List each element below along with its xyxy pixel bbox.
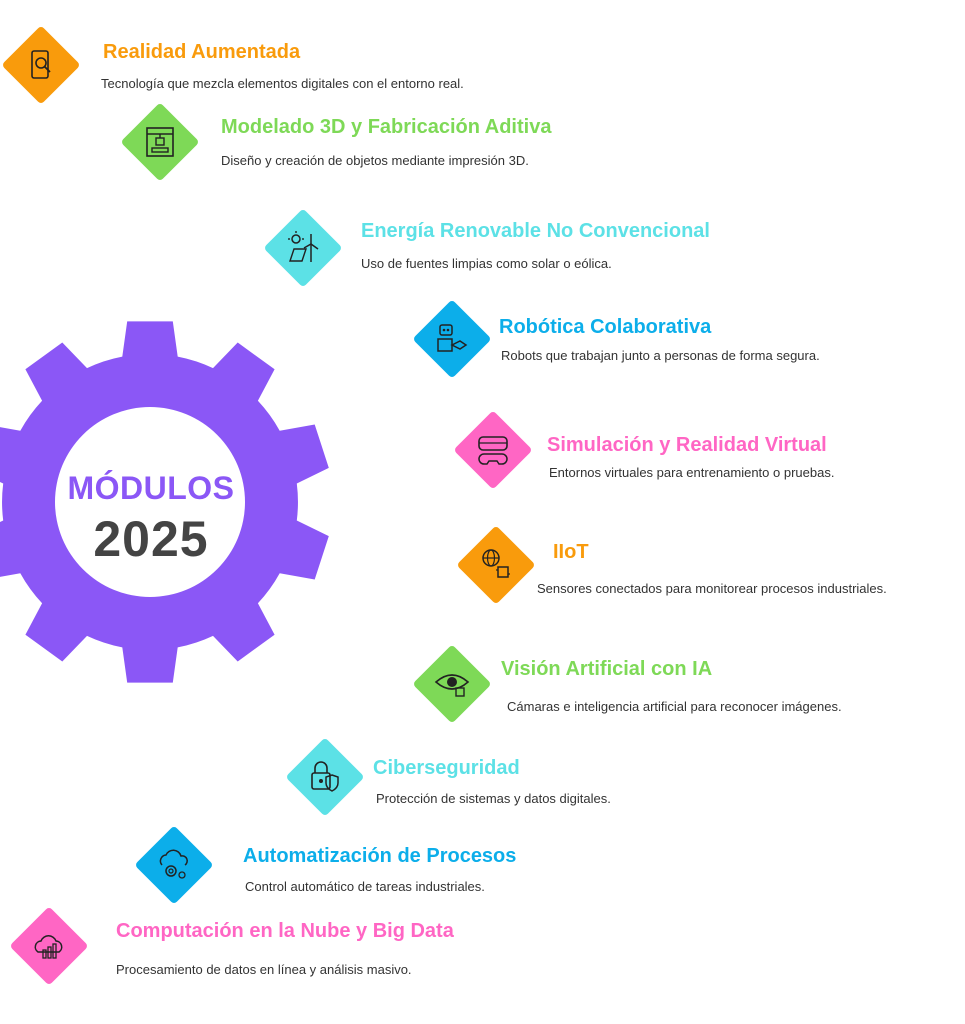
- module-title: Robótica Colaborativa: [499, 316, 712, 338]
- module-title: IIoT: [553, 541, 589, 563]
- module-title: Modelado 3D y Fabricación Aditiva: [221, 116, 552, 138]
- module-desc: Sensores conectados para monitorear proc…: [537, 581, 887, 596]
- module-title: Simulación y Realidad Virtual: [547, 434, 827, 456]
- module-desc: Cámaras e inteligencia artificial para r…: [507, 699, 842, 714]
- module-title: Ciberseguridad: [373, 757, 520, 779]
- 3d-printer-icon: [138, 120, 182, 164]
- solar-wind-icon: [281, 226, 325, 270]
- module-desc: Tecnología que mezcla elementos digitale…: [101, 76, 464, 91]
- eye-chip-icon: [430, 662, 474, 706]
- vr-headset-icon: [471, 428, 515, 472]
- module-title: Realidad Aumentada: [103, 41, 301, 63]
- robot-handshake-icon: [430, 317, 474, 361]
- globe-chip-icon: [474, 543, 518, 587]
- cloud-chart-icon: [27, 924, 71, 968]
- lock-shield-icon: [303, 755, 347, 799]
- phone-search-icon: [19, 43, 63, 87]
- module-title: Computación en la Nube y Big Data: [116, 920, 454, 942]
- center-title: MÓDULOS: [67, 470, 235, 506]
- module-desc: Uso de fuentes limpias como solar o eóli…: [361, 256, 612, 271]
- module-desc: Control automático de tareas industriale…: [245, 879, 485, 894]
- module-title: Energía Renovable No Convencional: [361, 220, 710, 242]
- module-desc: Entornos virtuales para entrenamiento o …: [549, 465, 835, 480]
- module-desc: Protección de sistemas y datos digitales…: [376, 791, 611, 806]
- module-desc: Robots que trabajan junto a personas de …: [501, 348, 820, 363]
- module-desc: Procesamiento de datos en línea y anális…: [116, 962, 412, 977]
- module-desc: Diseño y creación de objetos mediante im…: [221, 153, 529, 168]
- module-title: Automatización de Procesos: [243, 845, 517, 867]
- center-year: 2025: [93, 511, 209, 567]
- module-title: Visión Artificial con IA: [501, 658, 713, 680]
- cloud-gear-icon: [152, 843, 196, 887]
